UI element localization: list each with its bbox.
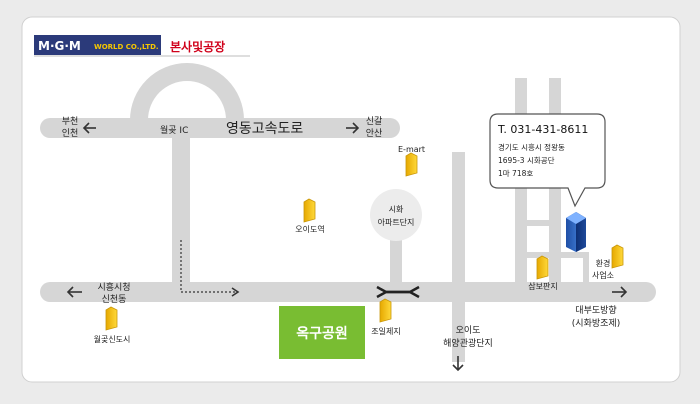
contact-address-line3: 1마 718호 [498, 169, 533, 178]
south-line1: 오이도 [456, 325, 481, 336]
marker-wolgot-icon [105, 306, 118, 331]
contact-address-line1: 경기도 시흥시 정왕동 [498, 142, 565, 152]
south-line2: 해양관광단지 [443, 337, 493, 349]
samboh-label: 삼보판지 [528, 281, 557, 291]
apartment-label-line1: 시화 [389, 205, 404, 214]
west-bottom-line1: 시흥시청 [97, 281, 130, 293]
west-top-line2: 인천 [62, 128, 79, 139]
contact-phone: T. 031-431-8611 [497, 123, 588, 136]
page-title: 본사및공장 [170, 39, 225, 54]
west-bottom-line2: 신천동 [102, 294, 127, 305]
env-label-line1: 환경 [596, 258, 611, 268]
logo-sub: WORLD CO.,LTD. [94, 43, 159, 51]
emart-label: E-mart [398, 145, 425, 154]
company-building-icon [566, 212, 586, 252]
west-top-line1: 부천 [62, 116, 79, 127]
east-top-line1: 신갈 [366, 116, 383, 127]
apartment-area [370, 189, 422, 241]
marker-oido-station-icon [303, 198, 316, 223]
route-dotted-line [180, 240, 235, 293]
route-arrow-icon [231, 287, 240, 297]
marker-env-icon [611, 244, 624, 269]
bridge-icon [376, 285, 420, 299]
arrow-right-icon [346, 122, 360, 134]
park-label: 옥구공원 [296, 326, 348, 342]
marker-emart-icon [405, 152, 418, 177]
arrow-left-icon [82, 122, 96, 134]
marker-samboh-icon [536, 255, 549, 280]
park-area [279, 306, 365, 359]
expressway-label: 영동고속도로 [226, 121, 303, 137]
marker-joil-icon [379, 298, 392, 323]
joil-label: 조일제지 [371, 327, 400, 336]
east-bottom-line1: 대부도방향 [575, 304, 616, 316]
ic-label: 월곶 IC [160, 124, 188, 136]
arrow-right-icon [612, 286, 628, 298]
oido-station-label: 오이도역 [295, 224, 324, 234]
wolgot-label: 월곶신도시 [94, 334, 131, 344]
east-top-line2: 안산 [366, 128, 383, 139]
logo-main: M·G·M [38, 39, 81, 53]
arrow-left-icon [66, 286, 82, 298]
apartment-label-line2: 아파트단지 [378, 217, 415, 227]
contact-callout: T. 031-431-8611 경기도 시흥시 정왕동 1695-3 시화공단 … [489, 113, 606, 208]
contact-address-line2: 1695-3 시화공단 [498, 155, 555, 165]
arrow-down-icon [452, 356, 464, 372]
east-bottom-line2: (시화방조제) [572, 318, 620, 329]
company-logo: M·G·M WORLD CO.,LTD. [34, 35, 161, 55]
env-label-line2: 사업소 [592, 271, 614, 280]
